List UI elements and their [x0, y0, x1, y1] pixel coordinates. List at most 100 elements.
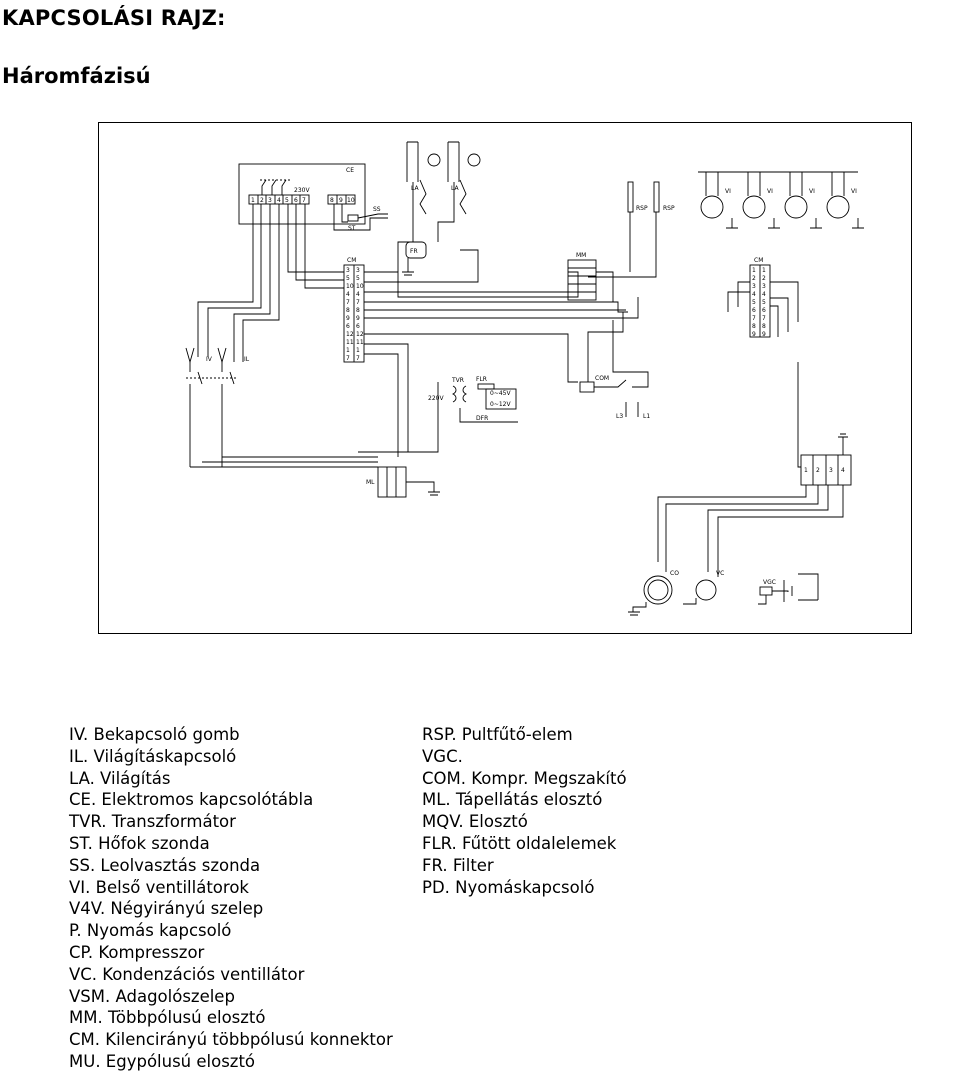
cm-right-numbers-cell: 4 — [752, 291, 756, 298]
com-box — [579, 381, 595, 393]
tvr-coil — [451, 385, 468, 403]
cm-left-numbers-cell: 8 — [346, 307, 350, 314]
cm-right-numbers-cell: 2 — [762, 275, 766, 282]
cm-right-numbers-cell: 3 — [752, 283, 756, 290]
mm-block — [567, 259, 597, 301]
ce-box — [238, 163, 366, 225]
label-cm-left: CM — [347, 257, 356, 264]
label-la-1: LA — [411, 185, 419, 192]
ce-terminal-9: 9 — [339, 197, 343, 204]
label-vc: VC — [716, 570, 724, 577]
label-co: CO — [670, 570, 679, 577]
cm-left-numbers-cell: 7 — [356, 299, 360, 306]
rsp-2 — [653, 181, 660, 213]
ml-block — [377, 466, 407, 498]
label-tvr: TVR — [451, 377, 464, 384]
label-vi-1: VI — [725, 188, 731, 195]
label-il: IL — [244, 356, 250, 363]
cm-right-numbers-cell: 8 — [762, 323, 766, 330]
legend-left-item: LA. Világítás — [69, 768, 171, 788]
ce-terminal-5: 5 — [285, 197, 289, 204]
wiring-diagram: CE 230V SS ST LA LA FR CM IV IL RSP RSP … — [185, 141, 864, 616]
cm-left-numbers-cell: 12 — [356, 331, 364, 338]
cm-left-numbers-cell: 11 — [356, 339, 364, 346]
legend-left-item: VI. Belső ventillátorok — [69, 877, 249, 897]
ce-terminal-8: 8 — [330, 197, 334, 204]
rsp-1 — [627, 181, 634, 213]
cm-left-numbers-cell: 1 — [346, 347, 350, 354]
right-terminal-numbers: 1 2 3 4 — [804, 467, 845, 474]
label-230v: 230V — [294, 187, 310, 194]
legend-left-item: CM. Kilencirányú többpólusú konnektor — [69, 1030, 393, 1050]
label-la-2: LA — [451, 185, 459, 192]
right-terminal-4: 4 — [841, 467, 845, 474]
cm-right-numbers-cell: 7 — [752, 315, 756, 322]
ce-terminal-2: 2 — [260, 197, 264, 204]
label-iv: IV — [206, 356, 213, 363]
cm-right-numbers-cell: 9 — [762, 331, 766, 338]
ce-terminal-7: 7 — [302, 197, 306, 204]
legend-left-item: P. Nyomás kapcsoló — [69, 921, 232, 941]
legend-right-item: FLR. Fűtött oldalelemek — [422, 833, 617, 853]
cm-left-numbers-cell: 3 — [356, 267, 360, 274]
right-terminal-2: 2 — [816, 467, 820, 474]
fr-box — [405, 241, 427, 259]
legend-left-item: IV. Bekapcsoló gomb — [69, 725, 240, 744]
legend-right-item: ML. Tápellátás elosztó — [422, 790, 603, 810]
cm-right-numbers-cell: 5 — [752, 299, 756, 306]
cm-right-numbers-cell: 6 — [752, 307, 756, 314]
label-220v: 220V — [428, 395, 444, 402]
label-vi-2: VI — [767, 188, 773, 195]
label-fr: FR — [410, 248, 418, 255]
label-flr: FLR — [476, 376, 487, 383]
cm-right-numbers-cell: 8 — [752, 323, 756, 330]
legend-right-item: VGC. — [422, 746, 463, 766]
label-12v: 0~12V — [490, 401, 511, 408]
legend-left-item: MM. Többpólusú elosztó — [69, 1008, 266, 1028]
right-terminal-3: 3 — [829, 467, 833, 474]
label-rsp-2: RSP — [663, 205, 675, 212]
cm-left-numbers-cell: 6 — [346, 323, 350, 330]
legend-left-item: CP. Kompresszor — [69, 942, 205, 962]
label-com: COM — [595, 375, 609, 382]
legend-left-item: TVR. Transzformátor — [69, 812, 236, 832]
cm-left-numbers-cell: 3 — [346, 267, 350, 274]
cm-right-numbers-cell: 6 — [762, 307, 766, 314]
label-l3: L3 — [616, 413, 623, 420]
label-cm-right: CM — [754, 257, 763, 264]
legend-left-item: SS. Leolvasztás szonda — [69, 855, 261, 875]
label-ml: ML — [366, 479, 375, 486]
cm-left-numbers-cell: 5 — [346, 275, 350, 282]
legend-right-item: RSP. Pultfűtő-elem — [422, 725, 573, 744]
cm-left-numbers-cell: 4 — [356, 291, 360, 298]
cm-left-numbers-cell: 5 — [356, 275, 360, 282]
cm-right-numbers-cell: 4 — [762, 291, 766, 298]
label-mm: MM — [576, 252, 586, 259]
legend-left-item: ST. Hőfok szonda — [69, 833, 210, 853]
legend-left-item: VC. Kondenzációs ventillátor — [69, 964, 305, 984]
legend-left-item: CE. Elektromos kapcsolótábla — [69, 790, 314, 810]
cm-left-numbers-cell: 7 — [356, 355, 360, 362]
legend-right-item: COM. Kompr. Megszakító — [422, 768, 627, 788]
page-title: KAPCSOLÁSI RAJZ: — [2, 6, 226, 30]
legend-left-item: IL. Világításkapcsoló — [69, 746, 237, 766]
label-vi-4: VI — [851, 188, 857, 195]
page-subtitle: Háromfázisú — [2, 64, 151, 88]
label-45v: 0~45V — [490, 390, 511, 397]
label-ce: CE — [346, 167, 354, 174]
label-vi-3: VI — [809, 188, 815, 195]
legend-left-item: V4V. Négyirányú szelep — [69, 899, 264, 919]
label-ss: SS — [373, 206, 381, 213]
cm-right-numbers-cell: 9 — [752, 331, 756, 338]
legend-right-item: FR. Filter — [422, 855, 494, 875]
cm-left-numbers-cell: 6 — [356, 323, 360, 330]
ce-terminal-numbers: 1 2 3 4 5 6 7 8 9 10 — [251, 197, 355, 204]
label-dfr: DFR — [476, 415, 488, 422]
st-probe — [347, 214, 359, 222]
label-l1: L1 — [643, 413, 650, 420]
cm-right-numbers-cell: 5 — [762, 299, 766, 306]
